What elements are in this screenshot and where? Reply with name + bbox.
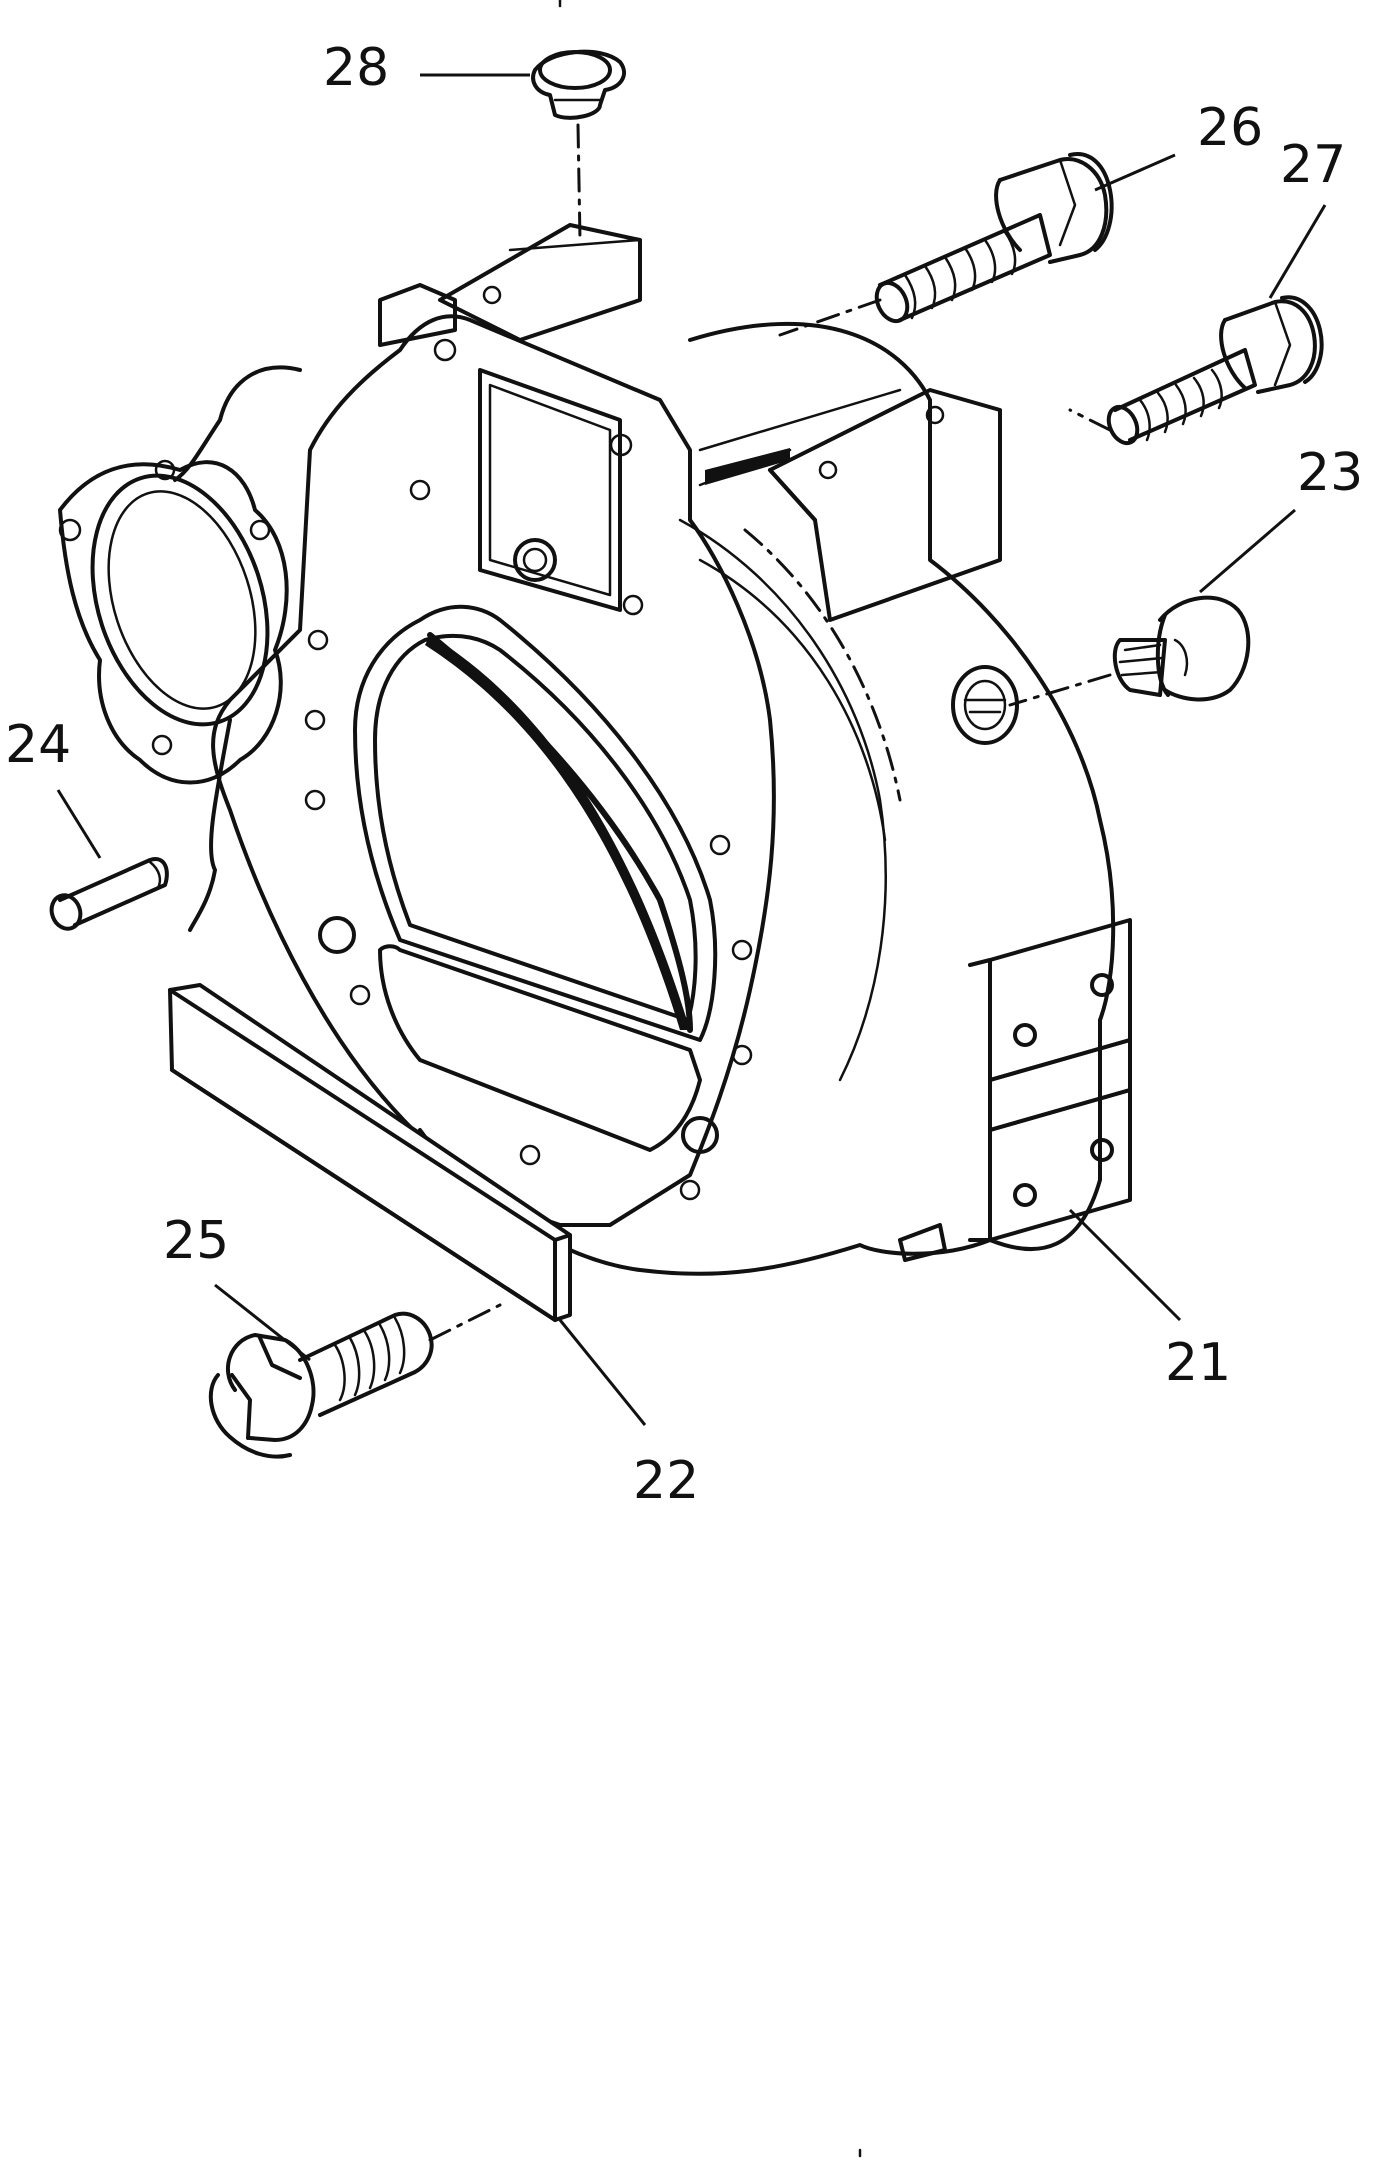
bolt-25 [208,1303,502,1459]
callout-label-26: 26 [1197,98,1263,158]
flywheel-housing [58,223,1132,1276]
dowel-pin-24 [49,857,169,931]
callout-label-25: 25 [163,1211,229,1271]
callout-21: 21 [1068,1208,1231,1393]
callout-label-21: 21 [1165,1333,1231,1393]
callout-26: 26 [1094,98,1263,192]
bolt-26 [778,152,1114,337]
plug-23 [1008,595,1251,707]
callout-24: 24 [5,715,102,859]
callout-22: 22 [558,1319,699,1511]
callout-label-27: 27 [1280,135,1346,195]
callout-label-28: 28 [323,38,389,98]
cover-plate [168,983,572,1322]
bolt-27 [1068,295,1324,446]
plug-28 [531,49,626,242]
callout-label-23: 23 [1297,443,1363,503]
callout-23: 23 [1199,443,1363,594]
callout-label-22: 22 [633,1451,699,1511]
callout-label-24: 24 [5,715,71,775]
callout-27: 27 [1268,135,1346,299]
callout-28: 28 [323,38,530,98]
callout-25: 25 [163,1211,311,1362]
